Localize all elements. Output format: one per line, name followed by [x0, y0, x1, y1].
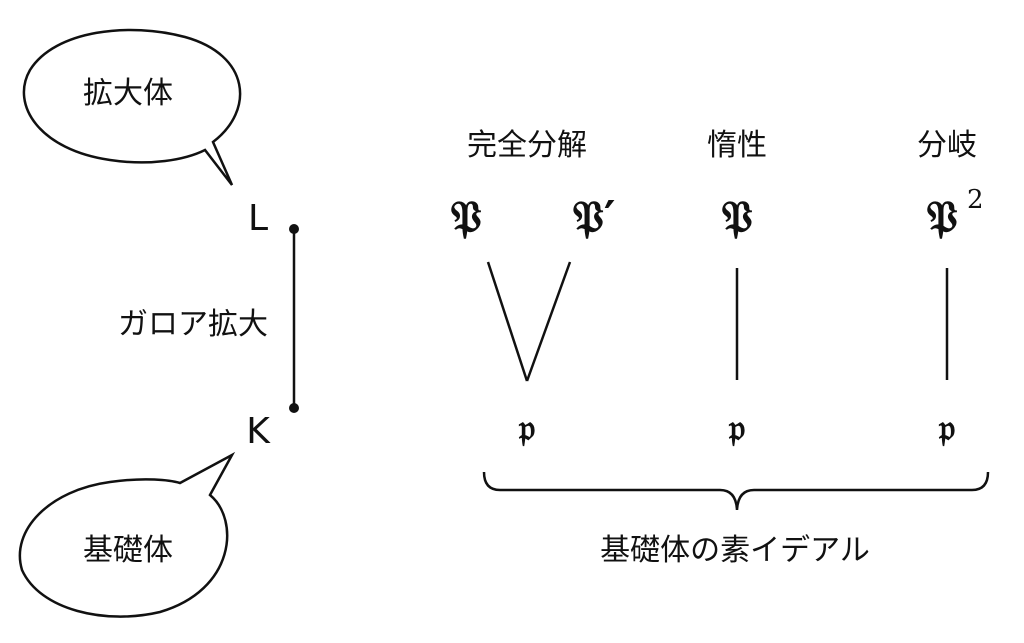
bottom-speech-bubble: 基礎体: [18, 451, 236, 618]
bubble-extension-field-text: 拡大体: [83, 76, 173, 111]
prime-P-label: 𝔓: [721, 192, 752, 243]
field-K-label: K: [246, 411, 271, 452]
base-field-prime-ideals-label: 基礎体の素イデアル: [600, 533, 870, 568]
prime-p-label: 𝔭: [518, 407, 535, 449]
extension-bottom-dot: [289, 403, 299, 413]
curly-brace: [482, 471, 990, 511]
heading-ramified: 分岐: [917, 128, 977, 163]
prime-p-label: 𝔭: [938, 407, 955, 449]
case-ramified: 分岐 𝔓 2 𝔭: [917, 128, 984, 449]
case-complete-splitting: 完全分解 𝔓 𝔓′ 𝔭: [450, 128, 615, 449]
prime-P-label: 𝔓: [450, 192, 481, 243]
split-line-left: [486, 261, 529, 382]
top-speech-bubble: 拡大体: [22, 28, 242, 186]
prime-P-label: 𝔓: [926, 192, 957, 243]
extension-top-dot: [289, 224, 299, 234]
split-line-right: [525, 261, 572, 382]
prime-P-prime-label: 𝔓′: [573, 192, 616, 243]
prime-p-label: 𝔭: [728, 407, 745, 449]
heading-inert: 惰性: [707, 128, 767, 163]
bubble-base-field-text: 基礎体: [83, 533, 173, 568]
case-inert: 惰性 𝔓 𝔭: [707, 128, 767, 449]
galois-extension-label: ガロア拡大: [118, 307, 268, 342]
heading-complete-splitting: 完全分解: [467, 128, 587, 163]
field-L-label: L: [248, 198, 268, 239]
exponent-label: 2: [967, 185, 984, 215]
